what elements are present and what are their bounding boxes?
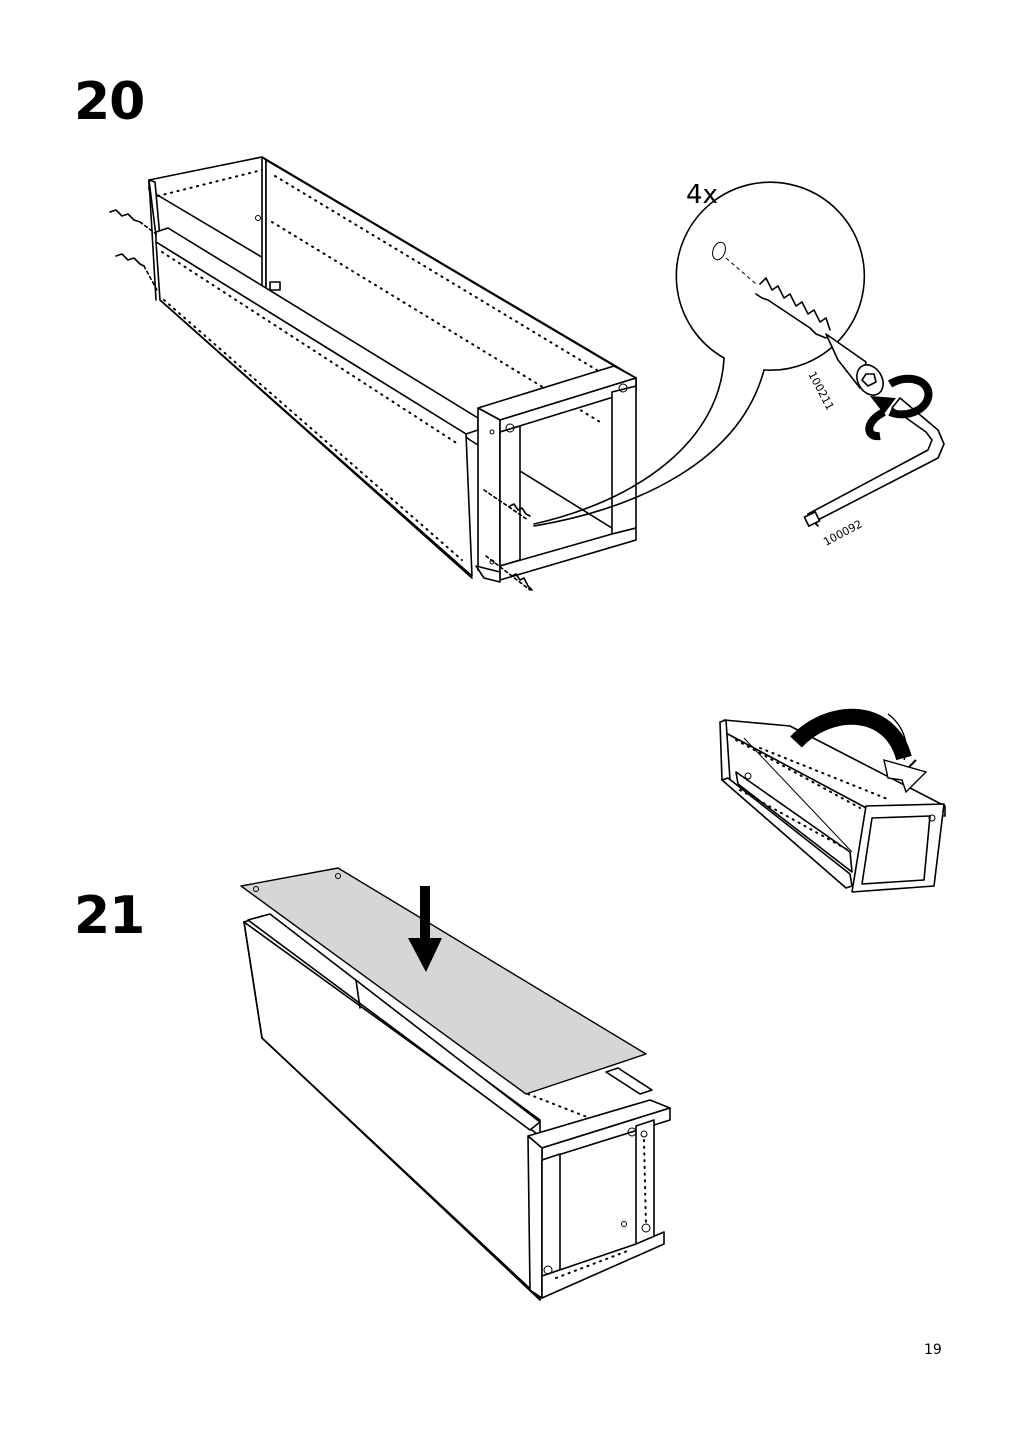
rotate-arrow-icon xyxy=(865,374,933,441)
step-20-cabinet-frame xyxy=(109,156,765,591)
page-number: 19 xyxy=(924,1342,942,1358)
screw-icon xyxy=(109,209,159,293)
step-21-number: 21 xyxy=(74,886,145,946)
flip-arrow-icon xyxy=(790,708,928,794)
quantity-label: 4x xyxy=(686,180,718,210)
step-21-cabinet xyxy=(243,913,671,1301)
screw-icon xyxy=(483,489,533,591)
screw-icon xyxy=(755,277,884,396)
top-board-panel xyxy=(240,867,647,1095)
step-20-number: 20 xyxy=(74,72,145,132)
key-part-number: 100092 xyxy=(821,517,864,548)
down-arrow-icon xyxy=(408,886,442,972)
flip-thumbnail xyxy=(719,719,946,893)
step-20-detail-callout: 100211 4x xyxy=(675,180,884,412)
screw-part-number: 100211 xyxy=(805,369,836,412)
